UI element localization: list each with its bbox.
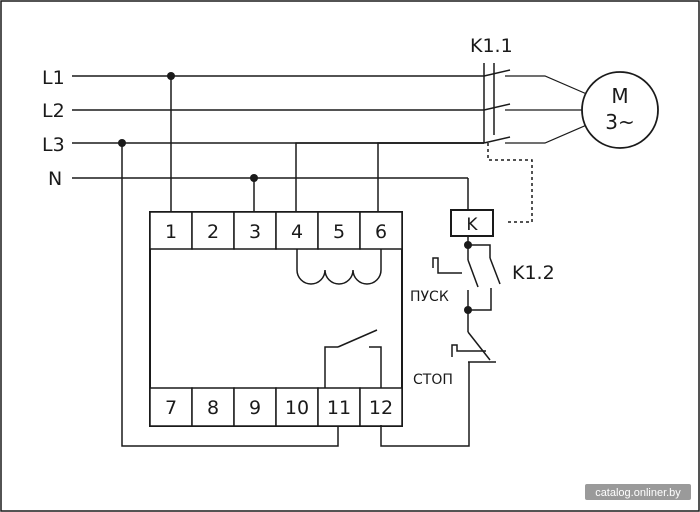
aux-contact-k12 — [468, 257, 501, 311]
terminal-9 — [233, 387, 277, 427]
stop-button-label: СТОП — [413, 372, 453, 388]
relay-output-contact — [324, 329, 382, 388]
coil-label: K — [466, 215, 478, 235]
wire-to-motor-3 — [505, 123, 590, 144]
terminal-6-label: 6 — [375, 221, 387, 243]
motor — [581, 71, 659, 149]
mechanical-linkage — [487, 143, 533, 223]
top-terminal-block: 1 2 3 4 5 6 — [149, 211, 403, 250]
wire-k11-to-t6 — [377, 142, 484, 212]
terminal-9-label: 9 — [249, 397, 261, 419]
line-label-l3: L3 — [42, 134, 65, 156]
motor-label-phase: 3~ — [605, 110, 634, 134]
terminal-2 — [191, 211, 235, 250]
terminal-3 — [233, 211, 277, 250]
wire-t12-to-stop — [380, 362, 470, 447]
terminal-11 — [317, 387, 361, 427]
terminal-11-label: 11 — [327, 397, 351, 419]
terminal-12-label: 12 — [369, 397, 393, 419]
relay-internal-coil — [296, 249, 382, 285]
contactor-coil — [450, 209, 494, 237]
watermark: catalog.onliner.by — [585, 484, 691, 500]
line-label-l1: L1 — [42, 67, 65, 89]
terminal-8-label: 8 — [207, 397, 219, 419]
contactor-main-contacts — [483, 63, 511, 144]
terminal-1-label: 1 — [165, 221, 177, 243]
wire-l3-to-t11 — [121, 143, 339, 447]
terminal-10-label: 10 — [285, 397, 309, 419]
k12-label: K1.2 — [512, 262, 555, 284]
line-label-n: N — [48, 168, 62, 190]
start-button-label: ПУСК — [410, 289, 449, 305]
terminal-7 — [149, 387, 193, 427]
stop-button-symbol — [451, 331, 496, 363]
terminal-2-label: 2 — [207, 221, 219, 243]
k11-label: K1.1 — [470, 35, 513, 57]
terminal-7-label: 7 — [165, 397, 177, 419]
terminal-4 — [275, 211, 319, 250]
terminal-10 — [275, 387, 319, 427]
wire-to-motor-1 — [505, 75, 590, 96]
line-label-l2: L2 — [42, 100, 65, 122]
terminal-5-label: 5 — [333, 221, 345, 243]
motor-label-m: M — [611, 84, 628, 108]
wire-to-aux-contact — [468, 244, 491, 258]
terminal-3-label: 3 — [249, 221, 261, 243]
terminal-4-label: 4 — [291, 221, 303, 243]
watermark-text: catalog.onliner.by — [595, 487, 681, 499]
terminal-5 — [317, 211, 361, 250]
terminal-6 — [359, 211, 403, 250]
bottom-terminal-block: 7 8 9 10 11 12 — [149, 387, 403, 427]
